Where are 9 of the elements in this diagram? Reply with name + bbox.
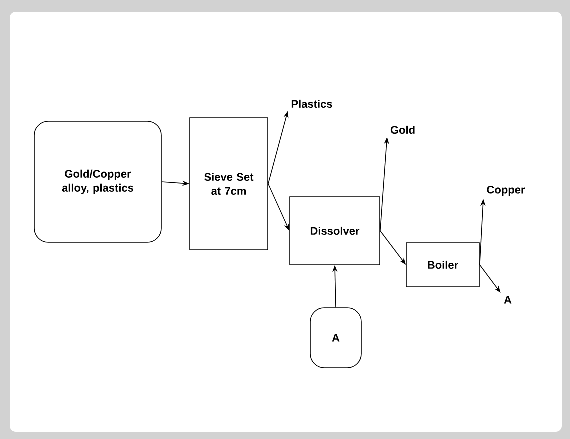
- input-box: A: [310, 308, 362, 368]
- output-label: Gold: [390, 126, 415, 134]
- feed-box: Gold/Copper alloy, plastics: [34, 121, 162, 243]
- output-label: A: [504, 296, 512, 304]
- output-label: Plastics: [292, 100, 332, 108]
- boiler-box: Boiler: [406, 242, 480, 288]
- sieve-box: Sieve Set at 7cm: [190, 118, 268, 250]
- output-label: Copper: [487, 186, 526, 196]
- dissolver-box: Dissolver: [290, 196, 380, 266]
